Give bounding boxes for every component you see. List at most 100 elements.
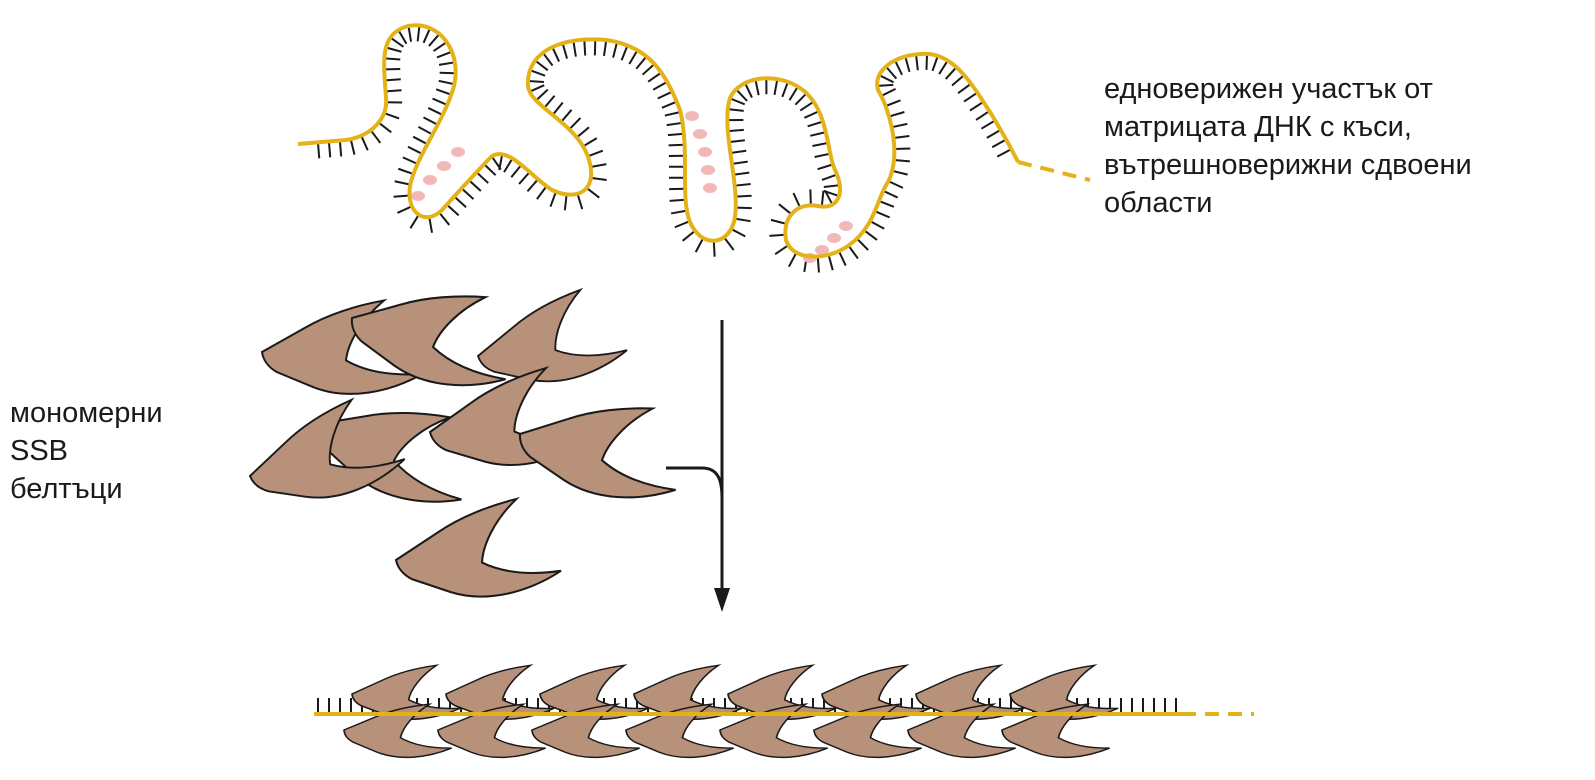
base-tick — [879, 201, 894, 207]
base-tick — [384, 58, 400, 59]
base-tick — [361, 136, 368, 151]
base-tick — [829, 255, 833, 270]
base-tick — [810, 132, 826, 136]
base-tick — [800, 102, 813, 111]
base-tick — [578, 194, 583, 209]
single-strand-label-line-3: вътрешноверижни сдвоени — [1104, 146, 1472, 184]
base-tick — [964, 93, 977, 102]
base-tick — [433, 99, 448, 105]
base-tick — [987, 130, 1001, 138]
base-tick — [926, 54, 927, 70]
base-tick — [371, 130, 381, 143]
base-tick — [591, 178, 607, 180]
base-tick — [519, 172, 530, 184]
base-tick — [395, 181, 411, 184]
single-stranded-dna — [298, 25, 1090, 272]
base-tick — [804, 111, 819, 118]
base-tick — [437, 52, 452, 58]
ssb-monomers-label: мономерни SSB белтъци — [10, 394, 163, 508]
base-tick — [875, 211, 890, 217]
base-tick — [795, 93, 806, 104]
base-tick — [591, 164, 607, 167]
base-tick — [822, 191, 824, 207]
base-tick — [573, 41, 576, 57]
base-tick — [587, 188, 600, 198]
base-tick — [436, 89, 451, 94]
base-tick — [730, 98, 745, 104]
base-pair-dot — [437, 161, 451, 171]
base-tick — [881, 89, 895, 96]
base-tick — [895, 60, 902, 74]
base-tick — [886, 67, 896, 79]
base-tick — [952, 75, 964, 85]
base-tick — [629, 50, 637, 64]
base-tick — [563, 43, 567, 58]
base-tick — [410, 215, 418, 229]
arrow-hook — [666, 468, 722, 498]
base-tick — [653, 82, 667, 90]
base-tick — [454, 197, 466, 208]
base-tick — [736, 196, 752, 197]
base-tick — [408, 147, 422, 154]
base-tick — [769, 235, 785, 236]
base-tick — [782, 82, 788, 97]
base-tick — [648, 73, 661, 82]
base-tick — [527, 179, 537, 191]
base-tick — [671, 211, 687, 214]
base-tick — [544, 96, 554, 108]
base-tick — [669, 145, 685, 146]
base-tick — [732, 162, 748, 164]
base-tick — [439, 81, 455, 84]
base-tick — [584, 40, 585, 56]
base-tick — [535, 61, 548, 71]
base-tick — [731, 229, 745, 236]
base-tick — [789, 253, 797, 267]
base-tick — [423, 117, 437, 124]
base-tick — [385, 79, 401, 80]
base-tick — [379, 123, 392, 133]
base-tick — [658, 92, 672, 99]
base-tick — [883, 191, 898, 198]
base-tick — [413, 137, 427, 145]
base-tick — [670, 200, 686, 201]
base-pair-dot — [693, 129, 707, 139]
base-tick — [583, 138, 597, 146]
base-pair-dot — [423, 175, 437, 185]
base-tick — [970, 102, 983, 111]
base-tick — [848, 246, 857, 259]
base-tick — [398, 169, 413, 174]
base-tick — [879, 75, 893, 82]
base-tick — [724, 237, 734, 250]
base-tick — [946, 67, 957, 79]
ssb-label-line-1: мономерни — [10, 394, 163, 432]
base-tick — [530, 85, 545, 92]
base-tick — [667, 123, 683, 125]
base-tick — [889, 112, 904, 116]
base-tick — [386, 48, 401, 52]
base-tick — [857, 239, 868, 250]
base-tick — [477, 172, 489, 183]
base-tick — [997, 149, 1011, 156]
single-strand-label-line-4: области — [1104, 184, 1472, 222]
base-pair-dot — [698, 147, 712, 157]
base-tick — [403, 157, 418, 163]
base-tick — [553, 103, 563, 115]
base-tick — [340, 141, 341, 157]
base-tick — [665, 112, 681, 116]
base-tick — [418, 25, 420, 41]
base-tick — [818, 164, 833, 169]
base-tick — [636, 56, 646, 68]
base-tick — [613, 42, 617, 58]
base-tick — [561, 110, 571, 122]
base-tick — [729, 140, 745, 142]
base-tick — [469, 180, 481, 191]
base-tick — [774, 79, 777, 95]
base-tick — [775, 245, 788, 254]
base-tick — [318, 142, 319, 158]
base-tick — [779, 204, 792, 214]
base-tick — [696, 238, 704, 252]
base-tick — [552, 47, 559, 62]
single-strand-label: едноверижен участък от матрицата ДНК с к… — [1104, 70, 1472, 222]
single-strand-label-line-2: матрицата ДНК с къси, — [1104, 108, 1472, 146]
arrow-down-icon — [666, 320, 730, 612]
